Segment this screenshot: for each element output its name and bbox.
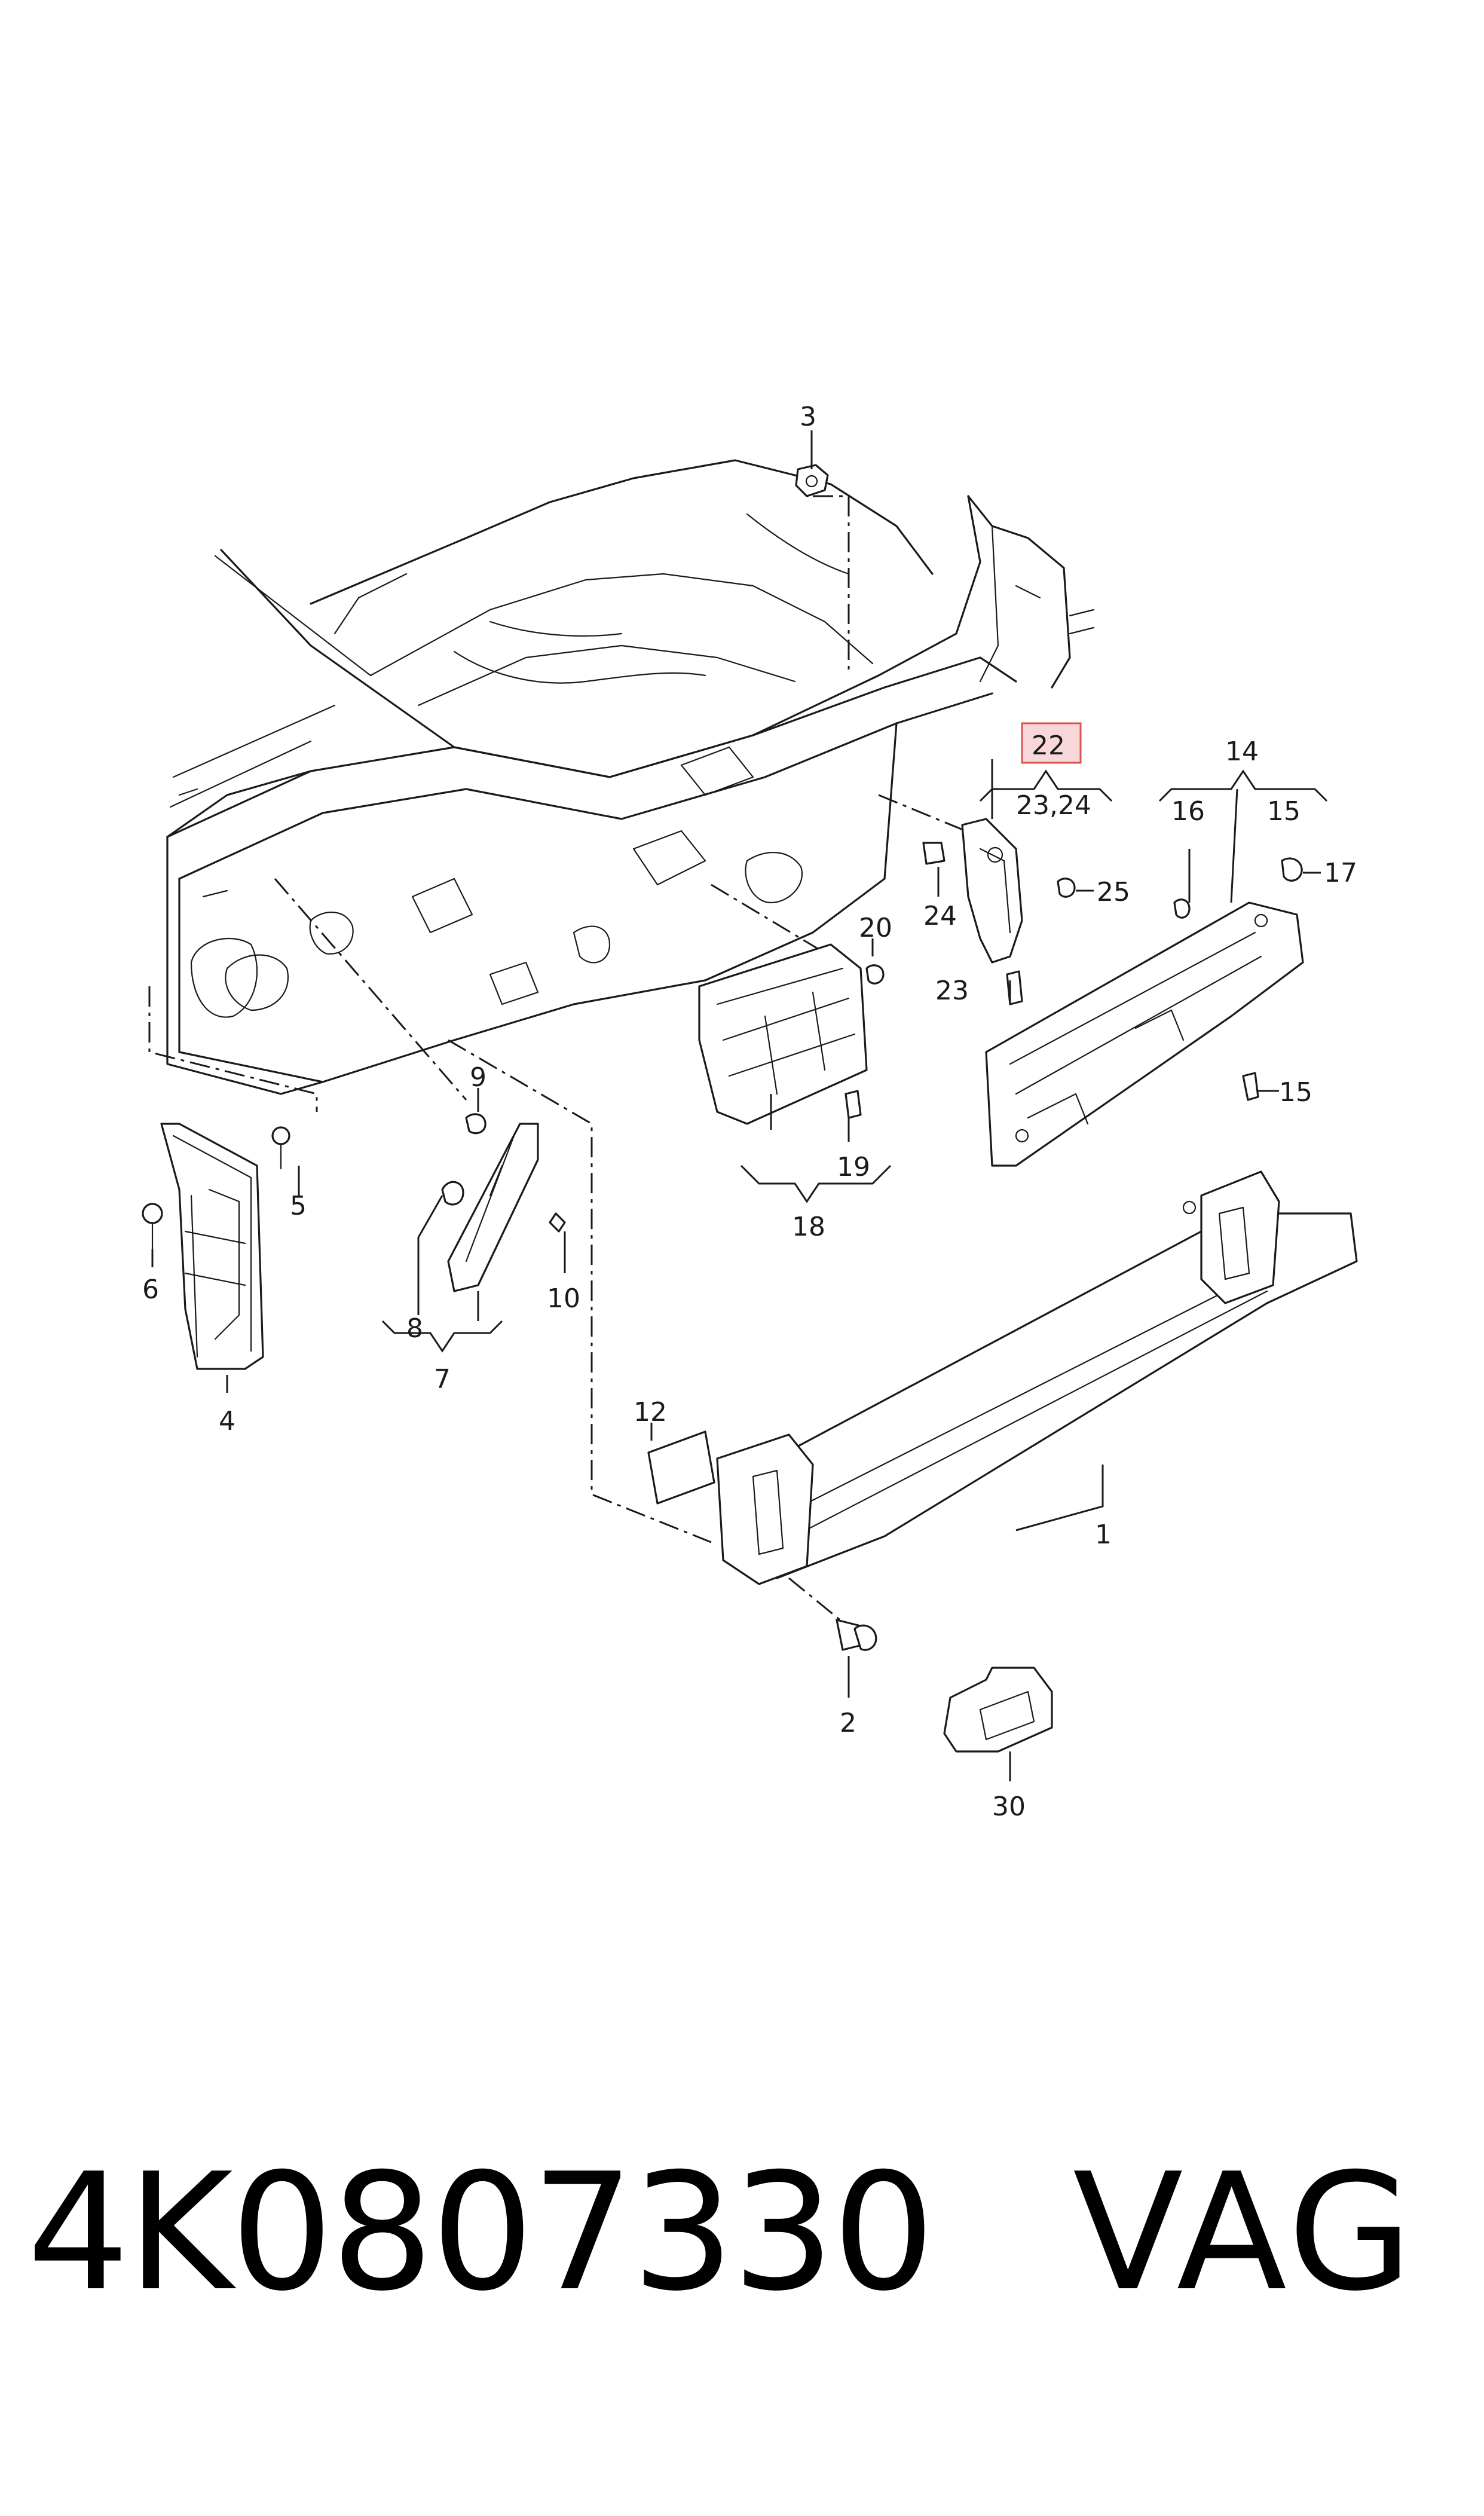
bracket-part-4 [160, 1123, 264, 1370]
callout-25: 25 [1097, 877, 1130, 907]
callout-5: 5 [290, 1191, 307, 1221]
leader-lines [151, 430, 1328, 1781]
callout-23-24: 23,24 [1016, 790, 1091, 821]
fasteners-part-19-20 [844, 964, 885, 1119]
part-number: 4K0807330 [27, 2138, 935, 2327]
bracket-part-14 [985, 901, 1304, 1167]
callout-18: 18 [792, 1212, 825, 1242]
callout-labels: 3 22 23,24 14 16 15 17 25 24 20 23 15 9 … [142, 402, 1357, 1822]
assembly-lines [148, 495, 981, 1633]
callout-30: 30 [992, 1792, 1026, 1822]
callout-1: 1 [1095, 1520, 1112, 1550]
callout-9: 9 [470, 1062, 486, 1093]
callout-16: 16 [1171, 796, 1205, 827]
callout-6: 6 [142, 1274, 159, 1305]
callout-3: 3 [800, 402, 816, 432]
bolt-part-2 [836, 1619, 877, 1651]
callout-15-top: 15 [1267, 796, 1301, 827]
callout-15-bottom: 15 [1279, 1077, 1312, 1108]
callout-19: 19 [837, 1152, 870, 1182]
bumper-reinforcement-part [716, 1170, 1358, 1585]
screw-parts-5-6 [142, 1126, 290, 1251]
nut-part-3 [795, 464, 829, 497]
callout-20: 20 [859, 913, 892, 943]
callout-24: 24 [923, 901, 957, 931]
vehicle-body-outline [166, 459, 1095, 1095]
highlight-box-22 [1021, 722, 1082, 764]
bracket-part-22 [922, 818, 1076, 1005]
callout-8: 8 [406, 1313, 423, 1344]
pad-part-12 [647, 1430, 715, 1505]
fasteners-part-15-16-17 [1173, 857, 1303, 1101]
callout-17: 17 [1324, 858, 1357, 888]
brand-name: VAG [1073, 2138, 1416, 2327]
callout-2: 2 [840, 1708, 856, 1738]
callout-22: 22 [1032, 730, 1065, 761]
callout-10: 10 [547, 1283, 580, 1314]
callout-14: 14 [1225, 736, 1259, 767]
mount-part-30 [943, 1667, 1053, 1753]
callout-7: 7 [434, 1364, 451, 1395]
carrier-part-18 [698, 943, 868, 1125]
callout-12: 12 [634, 1397, 667, 1427]
callout-4: 4 [219, 1406, 235, 1436]
callout-23: 23 [935, 976, 969, 1006]
bracket-part-7 [441, 1113, 566, 1292]
